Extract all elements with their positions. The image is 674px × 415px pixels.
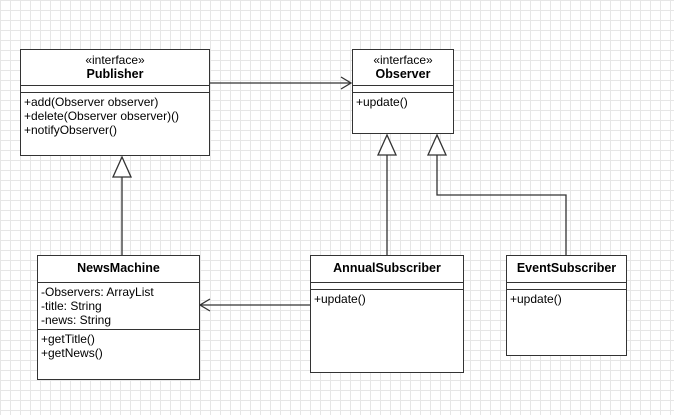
observer-attributes xyxy=(353,85,453,92)
observer-stereotype: «interface» xyxy=(373,53,433,67)
annualsubscriber-methods: +update() xyxy=(311,289,463,372)
event-observer-realization xyxy=(436,155,567,255)
observer-realization-triangle-left xyxy=(376,133,398,156)
eventsubscriber-methods: +update() xyxy=(507,289,626,355)
newsmachine-class-box[interactable]: NewsMachine -Observers: ArrayList -title… xyxy=(37,255,200,380)
publisher-method: +delete(Observer observer)() xyxy=(24,109,180,123)
annualsubscriber-method: +update() xyxy=(314,292,366,306)
publisher-name: Publisher xyxy=(86,67,144,81)
newsmachine-header: NewsMachine xyxy=(38,256,199,282)
publisher-class-box[interactable]: «interface» Publisher +add(Observer obse… xyxy=(20,49,210,156)
observer-realization-triangle-right xyxy=(426,133,448,156)
publisher-realization-triangle xyxy=(111,155,133,178)
eventsubscriber-method: +update() xyxy=(510,292,562,306)
eventsubscriber-class-box[interactable]: EventSubscriber +update() xyxy=(506,255,627,356)
newsmachine-method: +getNews() xyxy=(41,346,103,360)
publisher-methods: +add(Observer observer) +delete(Observer… xyxy=(21,92,209,155)
annualsubscriber-header: AnnualSubscriber xyxy=(311,256,463,282)
eventsubscriber-name: EventSubscriber xyxy=(516,261,617,275)
newsmachine-attribute: -Observers: ArrayList xyxy=(41,285,154,299)
observer-method: +update() xyxy=(356,95,408,109)
newsmachine-name: NewsMachine xyxy=(77,261,160,275)
newsmachine-method: +getTitle() xyxy=(41,332,95,346)
observer-class-box[interactable]: «interface» Observer +update() xyxy=(352,49,454,134)
publisher-observer-arrowhead xyxy=(340,76,353,90)
annualsubscriber-name: AnnualSubscriber xyxy=(333,261,441,275)
observer-header: «interface» Observer xyxy=(353,50,453,85)
publisher-method: +notifyObserver() xyxy=(24,123,118,137)
publisher-header: «interface» Publisher xyxy=(21,50,209,85)
eventsubscriber-header: EventSubscriber xyxy=(507,256,626,282)
observer-methods: +update() xyxy=(353,92,453,133)
annualsubscriber-attributes xyxy=(311,282,463,289)
newsmachine-methods: +getTitle() +getNews() xyxy=(38,329,199,379)
annual-newsmachine-arrowhead xyxy=(198,298,211,312)
eventsubscriber-attributes xyxy=(507,282,626,289)
observer-name: Observer xyxy=(375,67,431,81)
publisher-method: +add(Observer observer) xyxy=(24,95,159,109)
newsmachine-attribute: -news: String xyxy=(41,313,112,327)
newsmachine-attributes: -Observers: ArrayList -title: String -ne… xyxy=(38,282,199,329)
publisher-attributes xyxy=(21,85,209,92)
newsmachine-attribute: -title: String xyxy=(41,299,102,313)
annualsubscriber-class-box[interactable]: AnnualSubscriber +update() xyxy=(310,255,464,373)
publisher-stereotype: «interface» xyxy=(85,53,145,67)
